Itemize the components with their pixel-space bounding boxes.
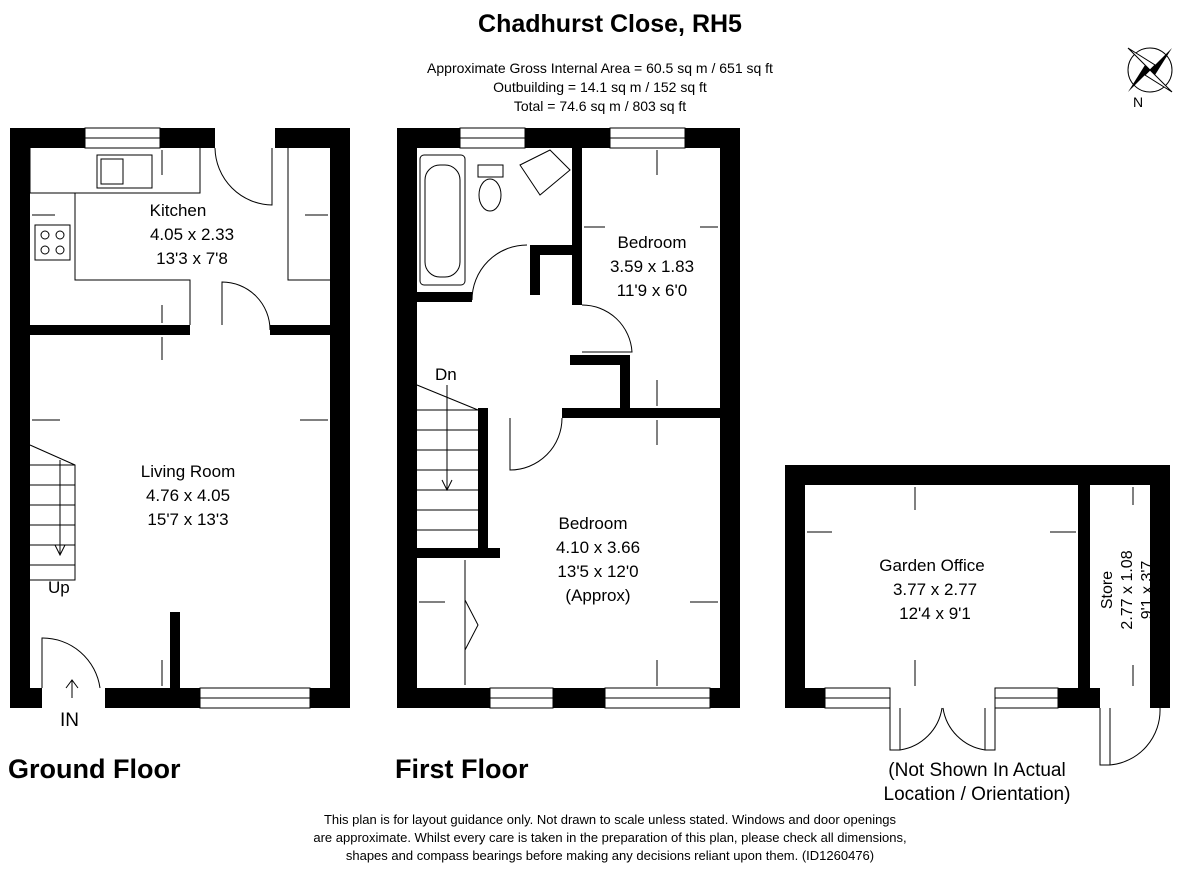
ground-floor-plan	[10, 127, 350, 709]
outbuilding-note-line2: Location / Orientation)	[884, 784, 1071, 805]
store-name: Store	[1099, 571, 1116, 609]
total-area: Total = 74.6 sq m / 803 sq ft	[514, 98, 686, 114]
gross-area: Approximate Gross Internal Area = 60.5 s…	[427, 60, 773, 76]
bedroom2-imperial: 13'5 x 12'0	[557, 562, 638, 581]
first-floor-plan	[397, 127, 740, 709]
disclaimer-line3: shapes and compass bearings before makin…	[346, 848, 874, 863]
living-room-metric: 4.76 x 4.05	[146, 486, 230, 505]
disclaimer-line1: This plan is for layout guidance only. N…	[324, 812, 897, 827]
bedroom2-name: Bedroom	[559, 514, 628, 533]
outbuilding-plan	[785, 465, 1170, 766]
bedroom2-note: (Approx)	[565, 586, 630, 605]
stairs-down-label: Dn	[435, 365, 457, 384]
garden-office-name: Garden Office	[879, 556, 985, 575]
bedroom1-imperial: 11'9 x 6'0	[617, 281, 687, 300]
bedroom1-name: Bedroom	[618, 233, 687, 252]
outbuilding-note-line1: (Not Shown In Actual	[888, 760, 1065, 781]
garden-office-imperial: 12'4 x 9'1	[899, 604, 971, 623]
store-imperial: 9'1 x 3'7	[1139, 561, 1156, 620]
kitchen-metric: 4.05 x 2.33	[150, 225, 234, 244]
outbuilding-area: Outbuilding = 14.1 sq m / 152 sq ft	[493, 79, 707, 95]
kitchen-name: Kitchen	[150, 201, 207, 220]
first-floor-label: First Floor	[395, 754, 529, 784]
kitchen-imperial: 13'3 x 7'8	[156, 249, 228, 268]
entrance-label: IN	[60, 710, 79, 731]
living-room-imperial: 15'7 x 13'3	[147, 510, 228, 529]
disclaimer-line2: are approximate. Whilst every care is ta…	[313, 830, 906, 845]
stairs-up-label: Up	[48, 578, 70, 597]
store-metric: 2.77 x 1.08	[1119, 550, 1136, 629]
bedroom2-metric: 4.10 x 3.66	[556, 538, 640, 557]
plan-title: Chadhurst Close, RH5	[478, 10, 742, 38]
living-room-name: Living Room	[141, 462, 236, 481]
compass-north-label: N	[1133, 94, 1143, 110]
compass-rose-icon	[1127, 47, 1173, 93]
ground-floor-label: Ground Floor	[8, 754, 181, 784]
garden-office-metric: 3.77 x 2.77	[893, 580, 977, 599]
bedroom1-metric: 3.59 x 1.83	[610, 257, 694, 276]
